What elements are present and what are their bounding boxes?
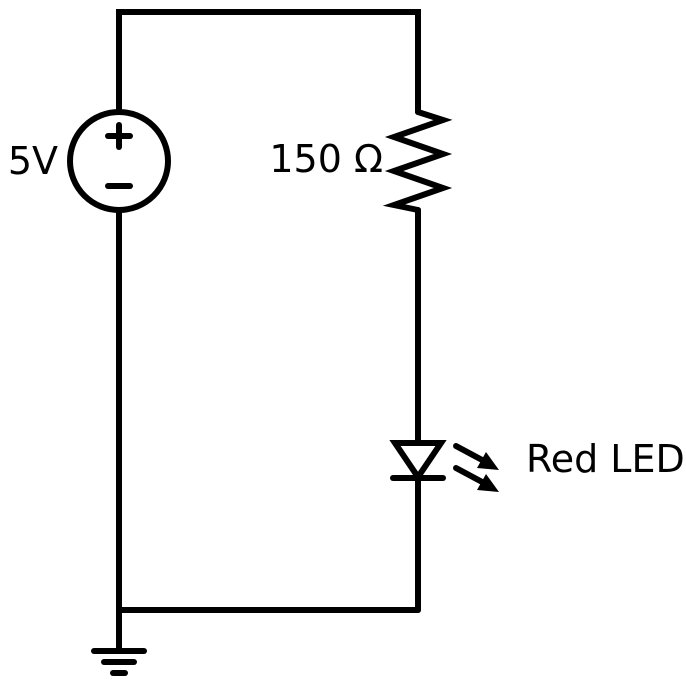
emission-arrow-1-shaft [453, 443, 487, 464]
ground-icon [91, 648, 147, 676]
led-symbol-icon [389, 440, 447, 483]
wires [116, 9, 421, 654]
voltage-source [67, 109, 171, 213]
voltage-source-circle [67, 109, 171, 213]
emission-arrow-1-head [477, 452, 499, 470]
light-emission-arrows-icon [453, 443, 499, 492]
led-triangle [389, 440, 447, 483]
emission-arrow-2-shaft [453, 465, 487, 486]
voltage-label: 5V [8, 139, 58, 183]
resistor-label: 150 Ω [269, 137, 383, 181]
led-label: Red LED [526, 437, 685, 481]
emission-arrow-2-head [477, 474, 499, 492]
wire-top [116, 9, 421, 115]
resistor-zigzag-icon [382, 109, 453, 213]
